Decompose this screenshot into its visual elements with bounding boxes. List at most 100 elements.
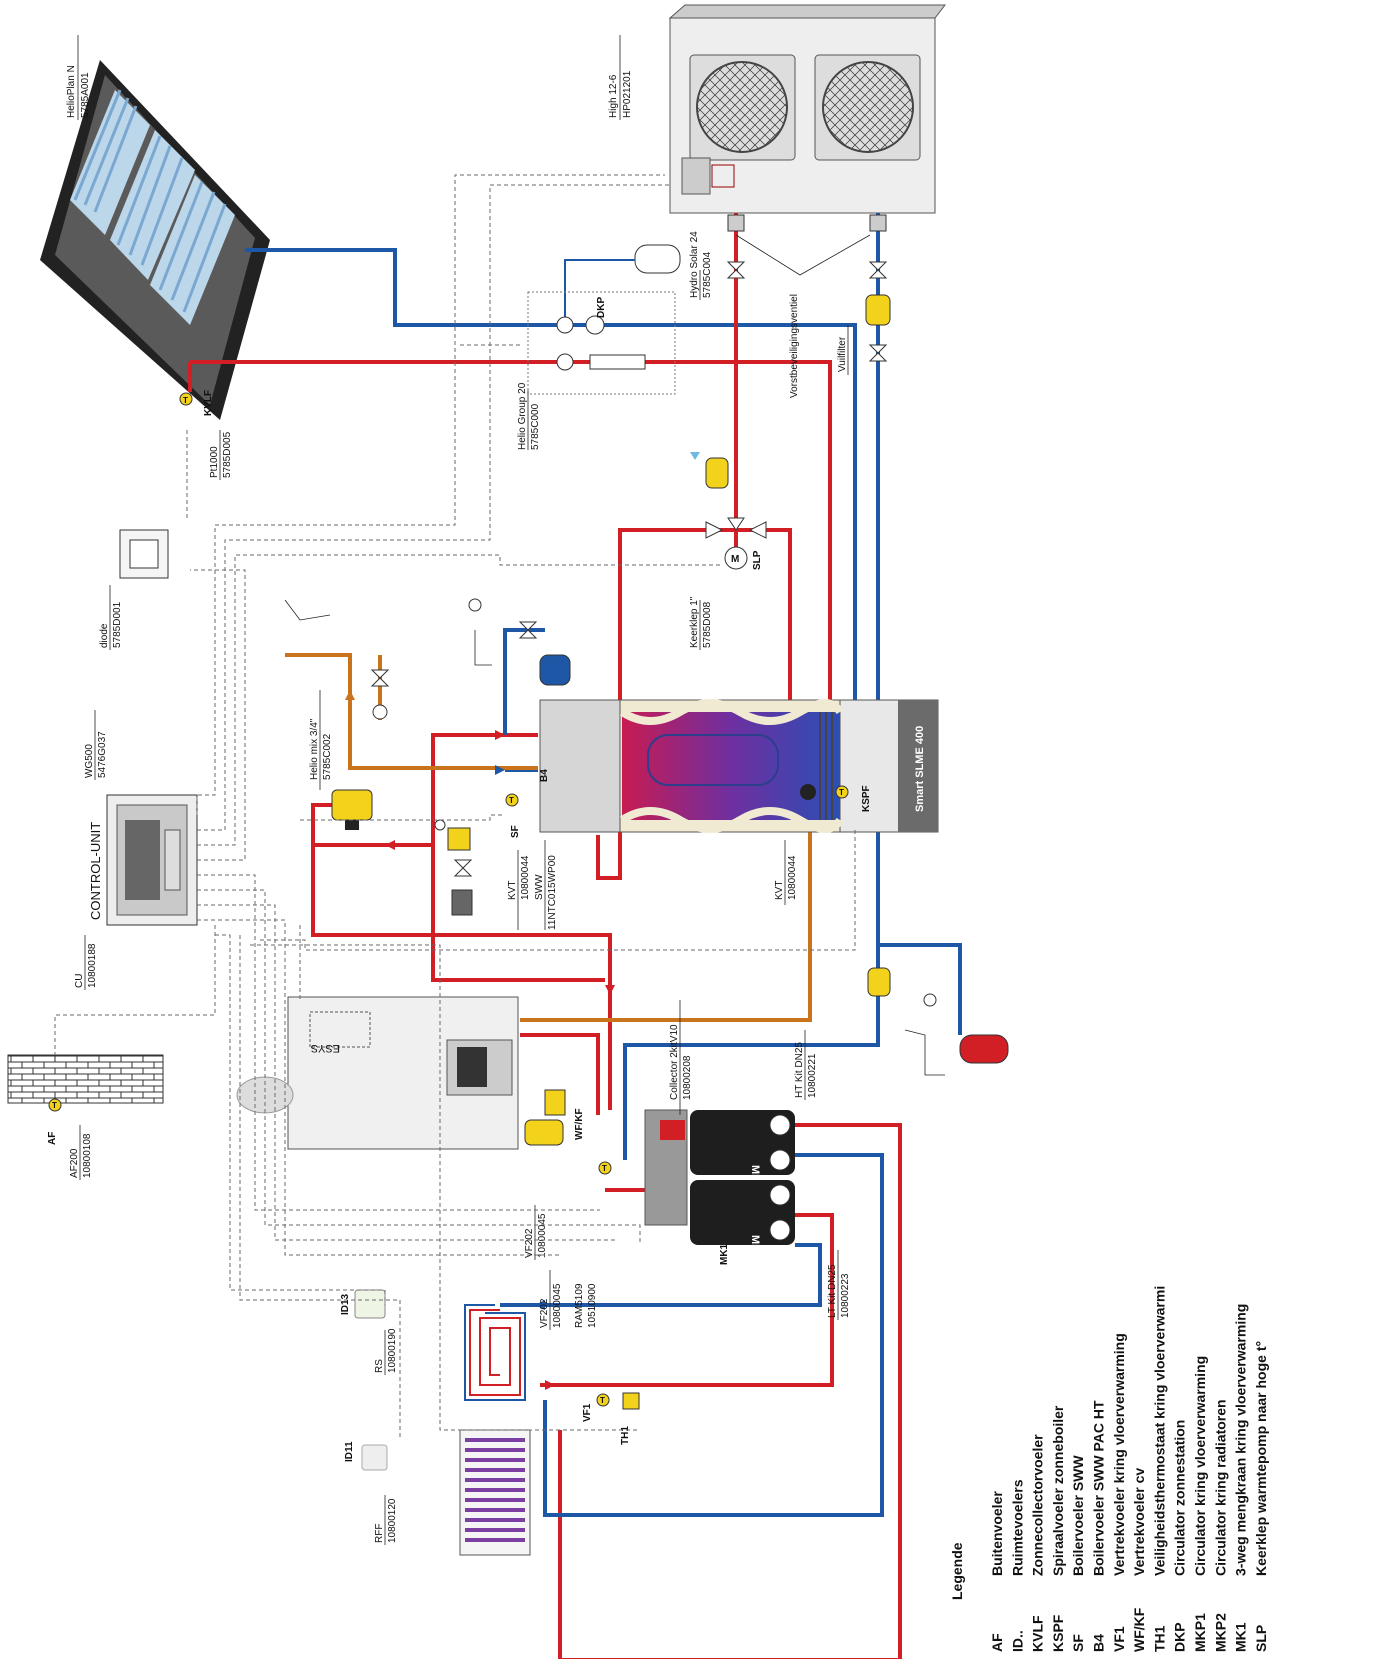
heatpump-code: HP021201 <box>622 70 633 118</box>
diode-name: diode <box>99 623 110 648</box>
vf1-tag: VF1 <box>582 1403 593 1422</box>
check-valve-name: Keerklep 1" <box>689 596 700 648</box>
legend-code: SF <box>1070 1634 1086 1652</box>
legend-text: Vertrekvoeler kring vloerverwarming <box>1111 1333 1127 1576</box>
kvlf-sensor-mark: T <box>183 396 188 405</box>
collector-kit-code: 10800208 <box>682 1055 693 1100</box>
legend-text: Buitenvoeler <box>989 1491 1005 1576</box>
legend-code: TH1 <box>1151 1625 1167 1652</box>
kvlf-sensor: T KVLF Pt1000 5785D005 <box>179 390 233 480</box>
helio-group-name: Helio Group 20 <box>517 382 528 450</box>
id13-name: RS <box>374 1359 385 1373</box>
diode-module: diode 5785D001 <box>99 529 169 650</box>
slp-motor: M <box>731 554 739 565</box>
legend-title: Legende <box>949 1542 965 1600</box>
helio-mix-code: 5785C002 <box>322 733 333 780</box>
hydro-solar-code: 5785C004 <box>702 251 713 298</box>
collector-label: HelioPlan N 5785A001 <box>66 35 91 120</box>
wfkf-sensor: T <box>598 1161 612 1175</box>
kvt-left-code: 10800044 <box>520 855 531 900</box>
collector-code: 5785A001 <box>80 72 91 118</box>
dhw-expansion-vessel <box>468 598 571 686</box>
expansion-vessel-solar: Hydro Solar 24 5785C004 <box>564 231 713 325</box>
room-sensor-id11: ID11 RFF 10800120 <box>344 1441 398 1545</box>
ram-code: 10510900 <box>587 1283 598 1328</box>
flow-arrows <box>345 690 615 1390</box>
legend-code: VF1 <box>1111 1626 1127 1652</box>
gas-boiler: ESYS WF/KF <box>236 996 585 1150</box>
legend-code: MKP2 <box>1212 1613 1228 1652</box>
vf202b-name: VF202 <box>539 1298 550 1328</box>
diode-code: 5785D001 <box>112 601 123 648</box>
vf202b-code: 10800045 <box>552 1283 563 1328</box>
vf1-sensor-mark: T <box>600 1396 605 1405</box>
room-sensor-id13: ID13 RS 10800190 <box>340 1289 398 1375</box>
lt-kit-label: LT Kit DN25 10800223 <box>827 1250 851 1320</box>
legend-code: MKP1 <box>1192 1613 1208 1652</box>
vf202a-code: 10800045 <box>537 1213 548 1258</box>
kvt-left-name: KVT <box>507 881 518 900</box>
legend-text: Circulator kring vloerverwarming <box>1192 1356 1208 1576</box>
lt-kit-code: 10800223 <box>840 1273 851 1318</box>
legend-code: KVLF <box>1030 1615 1046 1652</box>
sf-tag: SF <box>510 825 521 838</box>
legend-code: SLP <box>1253 1625 1269 1652</box>
kspf-sensor-mark: T <box>839 788 844 797</box>
heatpump-name: High 12-6 <box>608 74 619 118</box>
legend-code: WF/KF <box>1131 1607 1147 1652</box>
legend-text: Boilervoeler SWW <box>1070 1455 1086 1576</box>
legend-text: Spiraalvoeler zonneboiler <box>1050 1405 1066 1576</box>
collector-kit-label: Collector 2kitV10 10800208 <box>669 1000 693 1115</box>
vf202-labels: VF202 10800045 VF202 10800045 RAM5109 10… <box>524 1205 598 1330</box>
dkp-tag: DKP <box>596 297 607 318</box>
ht-kit-name: HT Kit DN25 <box>794 1042 805 1098</box>
kspf-sensor: T <box>835 785 849 799</box>
collector-name: HelioPlan N <box>66 65 77 118</box>
dhw-safety-group <box>434 819 473 916</box>
id13-code: 10800190 <box>387 1328 398 1373</box>
wg-code: 5476G037 <box>97 731 108 778</box>
dirt-filter-label: Vuilfilter <box>837 325 849 375</box>
id11-code: 10800120 <box>387 1498 398 1543</box>
storage-tank: Smart SLME 400 B4 KSPF <box>539 699 939 833</box>
wfkf-tag: WF/KF <box>574 1108 585 1140</box>
dirt-filter-text: Vuilfilter <box>837 336 848 372</box>
helio-group-station: DKP Helio Group 20 5785C000 <box>517 291 676 450</box>
pump-group-mkp2: MKP2 <box>690 1110 795 1196</box>
outdoor-wall: T AF AF200 10800108 <box>7 1054 164 1180</box>
legend-code: MK1 <box>1233 1622 1249 1652</box>
af-name: AF200 <box>69 1148 80 1178</box>
legend-text: Vertrekvoeler cv <box>1131 1468 1147 1576</box>
sf-sensor-mark: T <box>509 796 514 805</box>
pipes <box>188 213 962 1659</box>
distributor <box>644 1109 688 1226</box>
helio-mix-name: Helio mix 3/4" <box>309 718 320 780</box>
ram-name: RAM5109 <box>574 1283 585 1328</box>
id11-name: RFF <box>374 1524 385 1543</box>
legend-text: Boilervoeler SWW PAC HT <box>1091 1400 1107 1576</box>
legend-text: Ruimtevoelers <box>1009 1479 1025 1576</box>
th1-tag: TH1 <box>620 1426 631 1445</box>
check-valve-code: 5785D008 <box>702 601 713 648</box>
control-wiring <box>54 174 856 1440</box>
legend-code: KSPF <box>1050 1614 1066 1652</box>
heatpump-valves <box>726 214 891 362</box>
kvt-right-label: KVT 10800044 <box>774 840 798 905</box>
legend-code: AF <box>989 1633 1005 1652</box>
kvt-right-code: 10800044 <box>787 855 798 900</box>
air-vent <box>690 452 729 489</box>
control-title: CONTROL-UNIT <box>88 822 103 920</box>
legend-code: ID.. <box>1009 1630 1025 1652</box>
legend-text: Veiligheidsthermostaat kring vloerverwar… <box>1151 1286 1167 1576</box>
legend-text: Keerklep warmtepomp naar hoge t° <box>1253 1341 1269 1576</box>
slp-valve: M SLP Keerklep 1" 5785D008 <box>689 517 767 650</box>
heatpump-label: High 12-6 HP021201 <box>608 35 633 120</box>
legend-text: Circulator kring radiatoren <box>1212 1399 1228 1576</box>
sf-sensor: T SF <box>505 793 521 838</box>
sww-code: 11NTC015WP00 <box>547 855 558 930</box>
id13-tag: ID13 <box>340 1293 351 1315</box>
lt-kit-name: LT Kit DN25 <box>827 1264 838 1318</box>
legend-code: DKP <box>1172 1622 1188 1652</box>
esys-label: ESYS <box>311 1042 340 1054</box>
